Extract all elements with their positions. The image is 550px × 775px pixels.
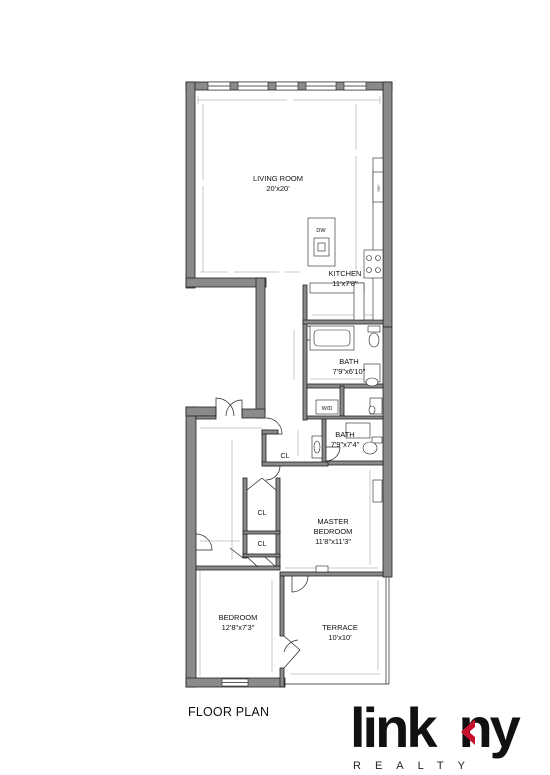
floor-plan-title: FLOOR PLAN — [188, 705, 270, 719]
logo-brand: link — [350, 696, 437, 759]
bedroom-size: 12'8"x7'3" — [222, 623, 255, 632]
bath1-size: 7'9"x6'10" — [333, 367, 366, 376]
washer-dryer-label: W/D — [322, 406, 333, 412]
dimension-ticks — [201, 98, 358, 274]
master-bedroom-name-2: BEDROOM — [314, 527, 353, 536]
bedroom-name: BEDROOM — [219, 613, 258, 622]
svg-text:REF: REF — [377, 185, 381, 192]
master-bedroom-size: 11'8"x11'3" — [315, 537, 351, 546]
bath1-name: BATH — [339, 357, 358, 366]
bath2-size: 7'9"x7'4" — [331, 440, 360, 449]
kitchen-name: KITCHEN — [329, 269, 362, 278]
kitchen-size: 11'x7'8" — [332, 279, 358, 288]
master-bedroom-name-1: MASTER — [317, 517, 349, 526]
living-room-size: 20'x20' — [266, 184, 290, 193]
terrace-size: 10'x10' — [328, 633, 352, 642]
closet-lower-label: CL — [258, 541, 267, 548]
closet-hall-label: CL — [281, 453, 290, 460]
logo-chevron-icon — [461, 719, 475, 745]
closet-upper-label: CL — [258, 510, 267, 517]
bath2-name: BATH — [335, 430, 354, 439]
interior-walls — [195, 284, 384, 688]
kitchen-fixtures: REF — [307, 157, 384, 321]
master-radiator — [315, 565, 329, 573]
terrace-name: TERRACE — [322, 623, 358, 632]
dishwasher-label: DW — [316, 228, 326, 234]
room-labels: LIVING ROOM 20'x20' KITCHEN 11'x7'8" BAT… — [219, 174, 366, 642]
bath-fixtures — [309, 325, 383, 459]
doors — [195, 325, 341, 669]
master-cabinet — [372, 479, 383, 503]
logo-tagline: REALTY — [353, 760, 479, 772]
dimension-lines — [197, 96, 381, 676]
living-room-name: LIVING ROOM — [253, 174, 303, 183]
terrace-railing — [284, 577, 390, 685]
